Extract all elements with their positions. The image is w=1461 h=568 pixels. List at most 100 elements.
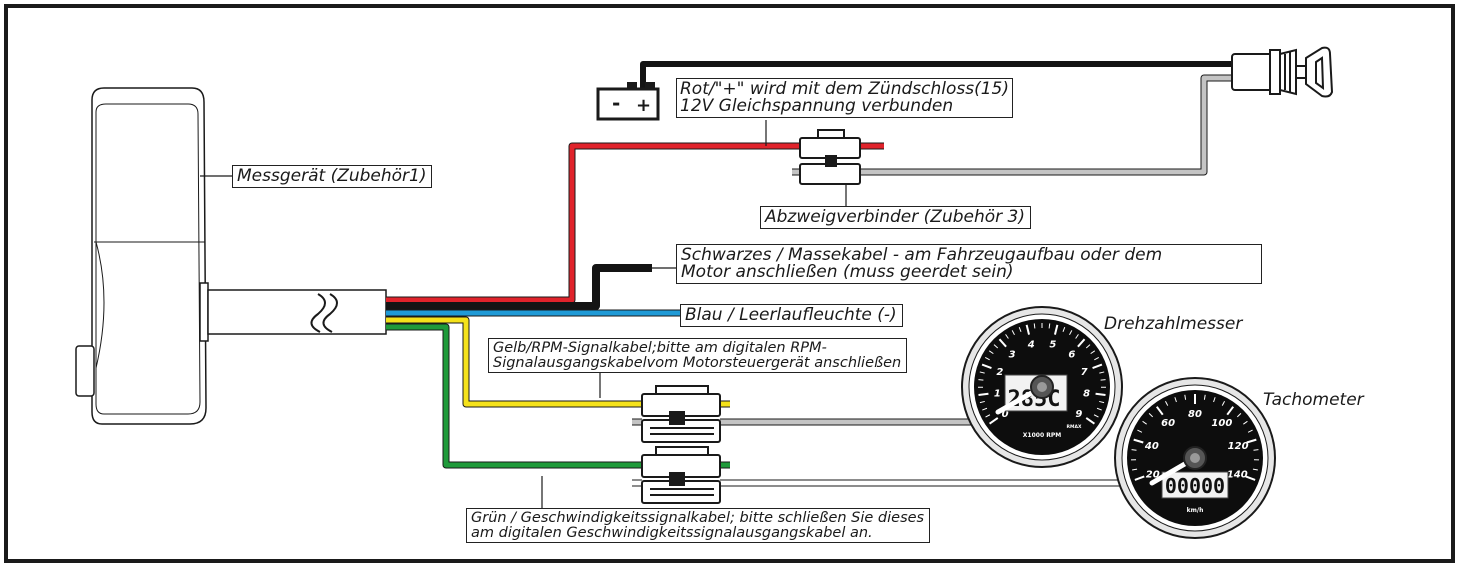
speed-tick [1226,406,1235,416]
splitter-connector-rpm [641,385,721,443]
tach-tick-labels: 01 234 5 67 89 [994,339,1090,419]
tach-tick [979,371,985,374]
tach-tick [1095,392,1106,397]
tach-tick [1011,330,1015,336]
speed-tick [1133,438,1144,444]
speed-tick [1236,413,1242,418]
tach-tick [998,338,1007,348]
speed-tick-label: 140 [1227,469,1248,480]
tach-tick [1085,344,1091,349]
speed-lcd-value: 00000 [1165,474,1225,498]
tach-tick [978,379,984,381]
tach-tick-label: 3 [1009,349,1016,360]
tach-tick [1033,323,1036,329]
speed-tick [1213,397,1216,403]
tach-tick [1069,330,1073,336]
tach-tick [1053,324,1059,335]
speed-tick-label: 20 [1146,469,1160,480]
speed-tick-label: 40 [1144,441,1159,452]
speed-label-line1: Grün / Geschwindigkeitssignalkabel; bitt… [471,510,925,526]
speed-tick [1174,397,1177,403]
speed-tick [1132,468,1138,471]
tach-tick [1099,400,1105,404]
speed-tick [1131,449,1137,451]
ignition-label-line1: Rot/"+" wird mit dem Zündschloss(15) [680,79,1009,99]
tach-tick [985,357,990,361]
tach-tick [978,392,989,397]
tach-unit-label: X1000 RPM [1023,432,1061,439]
rpm-label: Gelb/RPM-Signalkabel;bitte am digitalen … [488,338,908,373]
speed-tick [1203,394,1206,400]
tach-tick [982,407,988,411]
neutral-label: Blau / Leerlaufleuchte (-) [680,304,903,327]
speed-tick [1247,429,1253,433]
tach-tick-label: 6 [1068,349,1075,360]
speed-tick [1243,420,1248,425]
tach-tick-label: 5 [1049,339,1056,350]
speed-tick [1252,468,1258,471]
tach-tick [1062,327,1066,333]
tach-tick [1094,357,1099,361]
tach-tick [1099,371,1105,374]
tach-tick [1090,350,1096,355]
tach-tick [988,350,994,355]
speed-tick [1221,401,1225,406]
speed-tick [1148,413,1154,418]
tach-tick [989,417,999,425]
tach-tick [979,400,985,404]
tach-tick [1025,324,1031,335]
tach-tick-label: 1 [994,389,1001,400]
diagram-border [4,4,1455,563]
wire-harness [386,61,1234,487]
tachometer-title: Drehzahlmesser [1104,314,1243,334]
ignition-key-icon [1231,46,1334,98]
tach-tick-label: 8 [1083,389,1090,400]
battery-plus-label: + [636,95,651,116]
wire-battery [640,61,1234,88]
speed-label: Grün / Geschwindigkeitssignalkabel; bitt… [466,508,931,543]
tach-tick-label: 4 [1027,339,1035,350]
speed-tick [1142,420,1147,425]
tach-tick [993,344,999,349]
tach-tick-label: 9 [1075,409,1082,420]
tach-tick [1048,323,1051,329]
tach-tick [1092,363,1103,369]
tach-tick-label: 0 [1002,409,1009,420]
rpm-label-line1: Gelb/RPM-Signalkabel;bitte am digitalen … [493,340,827,356]
speed-tick [1134,475,1145,481]
tach-corner-label: RMAX [1067,424,1082,430]
speed-tick [1246,438,1257,444]
splitter-label: Abzweigverbinder (Zubehör 3) [760,206,1031,229]
speed-tick [1245,475,1256,481]
tach-tick [1005,334,1009,339]
speed-tick-label: 60 [1161,418,1175,429]
tach-tick-label: 2 [996,367,1003,378]
speedometer-gauge: 20 40 60 80 100 120 140 00000 km/h [1114,377,1276,539]
tach-tick [981,363,992,369]
ignition-label: Rot/"+" wird mit dem Zündschloss(15) 12V… [676,78,1013,118]
tach-tick [1096,407,1102,411]
ground-label-line2: Motor anschließen (muss geerdet sein) [681,262,1014,282]
splitter-connector-speed [641,446,721,504]
tach-tick [1075,334,1079,339]
speed-tick-labels: 20 40 60 80 100 120 140 [1144,409,1249,480]
rpm-label-line2: Signalausgangskabelvom Motorsteuergerät … [493,354,902,371]
speed-tick [1184,394,1187,400]
speed-tick-label: 80 [1188,409,1202,420]
tach-tick-label: 7 [1081,367,1088,378]
speed-tick-label: 120 [1228,441,1249,452]
speed-tick-label: 100 [1211,418,1232,429]
speed-tick [1165,401,1169,406]
speed-label-line2: am digitalen Geschwindigkeitssignalausga… [471,524,873,541]
meter-label: Messgerät (Zubehör1) [232,165,433,188]
ground-label: Schwarzes / Massekabel - am Fahrzeugaufb… [676,244,1262,284]
ground-label-line1: Schwarzes / Massekabel - am Fahrzeugaufb… [681,245,1163,265]
speed-unit-label: km/h [1187,507,1204,514]
tach-tick-marks [977,323,1107,425]
meter-unit [75,87,387,425]
speedometer-title: Tachometer [1263,390,1364,410]
splitter-connector-ignition [799,129,861,185]
speed-tick [1253,449,1259,451]
